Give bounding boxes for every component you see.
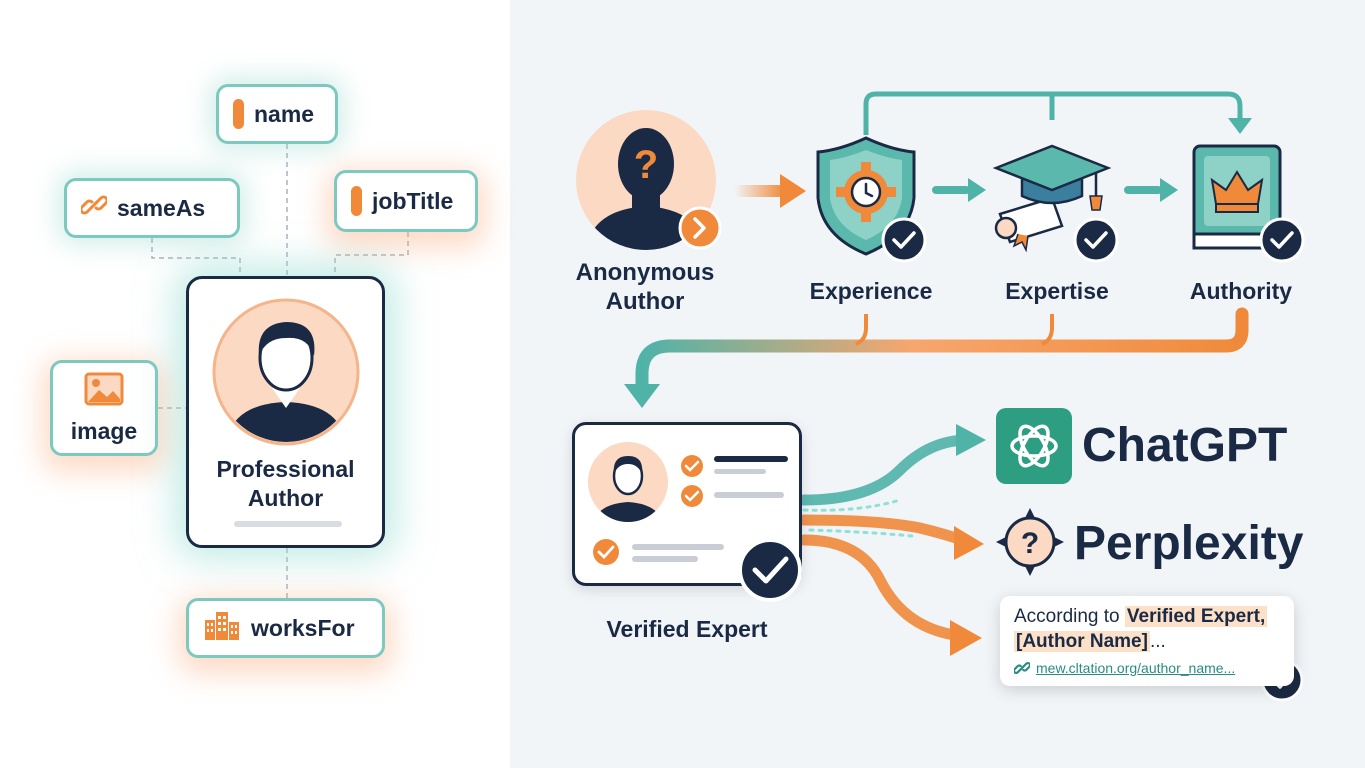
- citation-link-icon: [1012, 660, 1032, 681]
- arrowhead-citation: [950, 620, 982, 656]
- anonymous-author-icon: ?: [576, 110, 722, 250]
- link-icon: [79, 192, 109, 224]
- tag-sameas-label: sameAs: [117, 194, 206, 221]
- verified-expert-label: Verified Expert: [606, 616, 768, 642]
- return-arrow-feeders: [855, 314, 1054, 346]
- return-arrowhead: [624, 384, 660, 408]
- tag-jobtitle-label: jobTitle: [372, 187, 454, 214]
- citation-suffix: ...: [1149, 631, 1166, 652]
- connector-sameas: [151, 238, 241, 276]
- tag-image-label: image: [70, 417, 138, 444]
- tag-image: image: [50, 360, 158, 456]
- chatgpt-name: ChatGPT: [1082, 419, 1288, 472]
- orange-bar-icon: [233, 99, 244, 129]
- citation-prefix: According to: [1014, 606, 1120, 627]
- citation-link[interactable]: mew.cltation.org/author_name...: [1036, 660, 1236, 676]
- tag-name-label: name: [254, 100, 315, 127]
- connector-jobtitle: [334, 232, 409, 276]
- perplexity-name: Perplexity: [1074, 517, 1304, 570]
- svg-text:?: ?: [1021, 527, 1039, 560]
- return-arrow: [635, 307, 1249, 399]
- building-icon: [203, 610, 241, 646]
- output-flows: [798, 434, 974, 642]
- orange-bar-icon: [351, 186, 362, 216]
- chatgpt-logo-icon: [996, 408, 1072, 484]
- crown-book-icon: [1192, 144, 1305, 263]
- expertise-label: Expertise: [1005, 278, 1109, 304]
- card-title: Professional: [216, 456, 355, 482]
- citation-snippet: According to Verified Expert, [Author Na…: [1000, 596, 1294, 686]
- arrow-to-authority: [1124, 178, 1178, 202]
- graduation-cap-icon: [992, 144, 1119, 263]
- check-list: [593, 455, 788, 565]
- tag-worksfor: worksFor: [186, 598, 385, 658]
- card-subtitle: Author: [247, 485, 324, 511]
- arrow-to-expertise: [932, 178, 986, 202]
- author-avatar-icon: [212, 298, 360, 446]
- professional-author-card: Professional Author: [186, 276, 385, 548]
- verified-card-graphics: [588, 442, 788, 565]
- tag-worksfor-label: worksFor: [251, 614, 355, 641]
- tag-name: name: [216, 84, 338, 144]
- arrowhead-chatgpt: [956, 424, 986, 456]
- perplexity-logo-icon: ?: [996, 508, 1064, 576]
- top-bracket-arrow: [863, 91, 1243, 135]
- citation-highlight: Verified Expert,: [1124, 606, 1268, 627]
- citation-line-2: [Author Name]...: [1014, 629, 1280, 654]
- anonymous-author-label: Anonymous Author: [575, 259, 715, 315]
- citation-author: [Author Name]: [1014, 631, 1150, 652]
- arrow-to-experience: [734, 174, 806, 208]
- arrowhead-perplexity: [954, 526, 984, 560]
- svg-text:?: ?: [634, 143, 658, 187]
- top-bracket-arrowhead: [1228, 118, 1252, 134]
- authority-label: Authority: [1189, 278, 1293, 304]
- tag-jobtitle: jobTitle: [334, 170, 478, 232]
- image-icon: [84, 372, 124, 412]
- shield-gear-icon: [816, 136, 927, 263]
- tag-sameas: sameAs: [64, 178, 240, 238]
- citation-line-1: According to Verified Expert,: [1014, 604, 1280, 629]
- experience-label: Experience: [809, 278, 933, 304]
- card-placeholder-line: [234, 521, 342, 527]
